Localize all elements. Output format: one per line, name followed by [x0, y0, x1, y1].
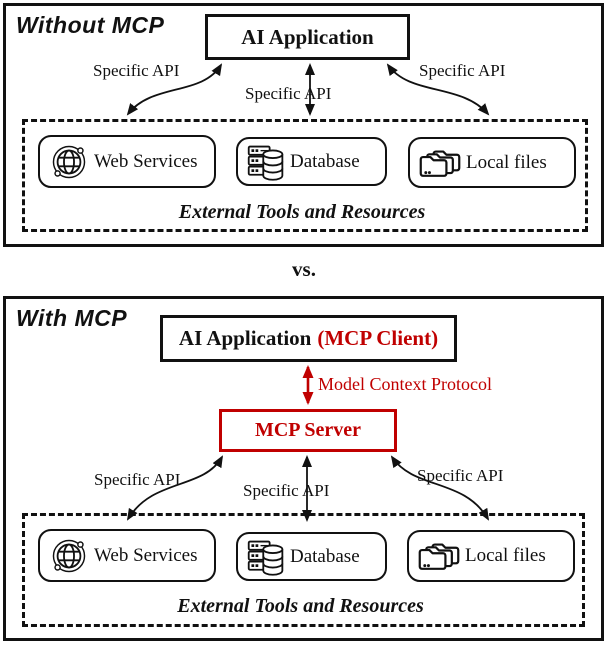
- mcp-server-box: MCP Server: [219, 409, 397, 452]
- folder-stack-icon: [419, 149, 461, 177]
- panel-with-mcp: With MCP AI Application (MCP Client) Mod…: [3, 296, 604, 641]
- local-files-box: Local files: [408, 137, 576, 188]
- server-database-icon: [247, 145, 284, 181]
- external-tools-container: [22, 119, 588, 232]
- local-files-label: Local files: [465, 545, 546, 566]
- panel-without-mcp: Without MCP AI Application Specific API …: [3, 3, 604, 247]
- database-label: Database: [290, 150, 360, 172]
- mcp-client-label: (MCP Client): [317, 326, 439, 350]
- model-context-protocol-label: Model Context Protocol: [318, 374, 492, 394]
- web-services-box: Web Services: [38, 529, 216, 582]
- local-files-box: Local files: [407, 530, 575, 582]
- web-services-label: Web Services: [94, 544, 198, 566]
- vs-divider: vs.: [292, 257, 316, 281]
- local-files-label: Local files: [466, 151, 547, 173]
- api-label-middle: Specific API: [243, 481, 330, 500]
- web-services-box: Web Services: [38, 135, 216, 188]
- ai-application-mcp-client-box: AI Application (MCP Client): [160, 315, 457, 362]
- api-label-left: Specific API: [93, 61, 180, 80]
- api-label-middle: Specific API: [245, 84, 332, 103]
- panel-title-without-mcp: Without MCP: [16, 12, 165, 38]
- panel-title-with-mcp: With MCP: [16, 305, 128, 331]
- server-database-icon: [247, 540, 284, 576]
- ai-application-label: AI Application: [241, 24, 374, 49]
- database-box: Database: [236, 137, 387, 186]
- web-services-label: Web Services: [94, 150, 198, 172]
- ai-application-label: AI Application: [178, 326, 312, 350]
- mcp-server-label: MCP Server: [254, 419, 362, 441]
- globe-network-icon: [52, 145, 86, 178]
- external-tools-caption: External Tools and Resources: [178, 201, 426, 223]
- globe-network-icon: [52, 539, 86, 572]
- database-box: Database: [236, 532, 387, 581]
- external-tools-caption: External Tools and Resources: [177, 595, 424, 617]
- folder-stack-icon: [418, 543, 460, 570]
- api-label-left: Specific API: [94, 470, 181, 489]
- api-label-right: Specific API: [419, 61, 506, 80]
- api-label-right: Specific API: [417, 466, 504, 485]
- ai-application-box: AI Application: [205, 14, 410, 60]
- database-label: Database: [290, 545, 360, 567]
